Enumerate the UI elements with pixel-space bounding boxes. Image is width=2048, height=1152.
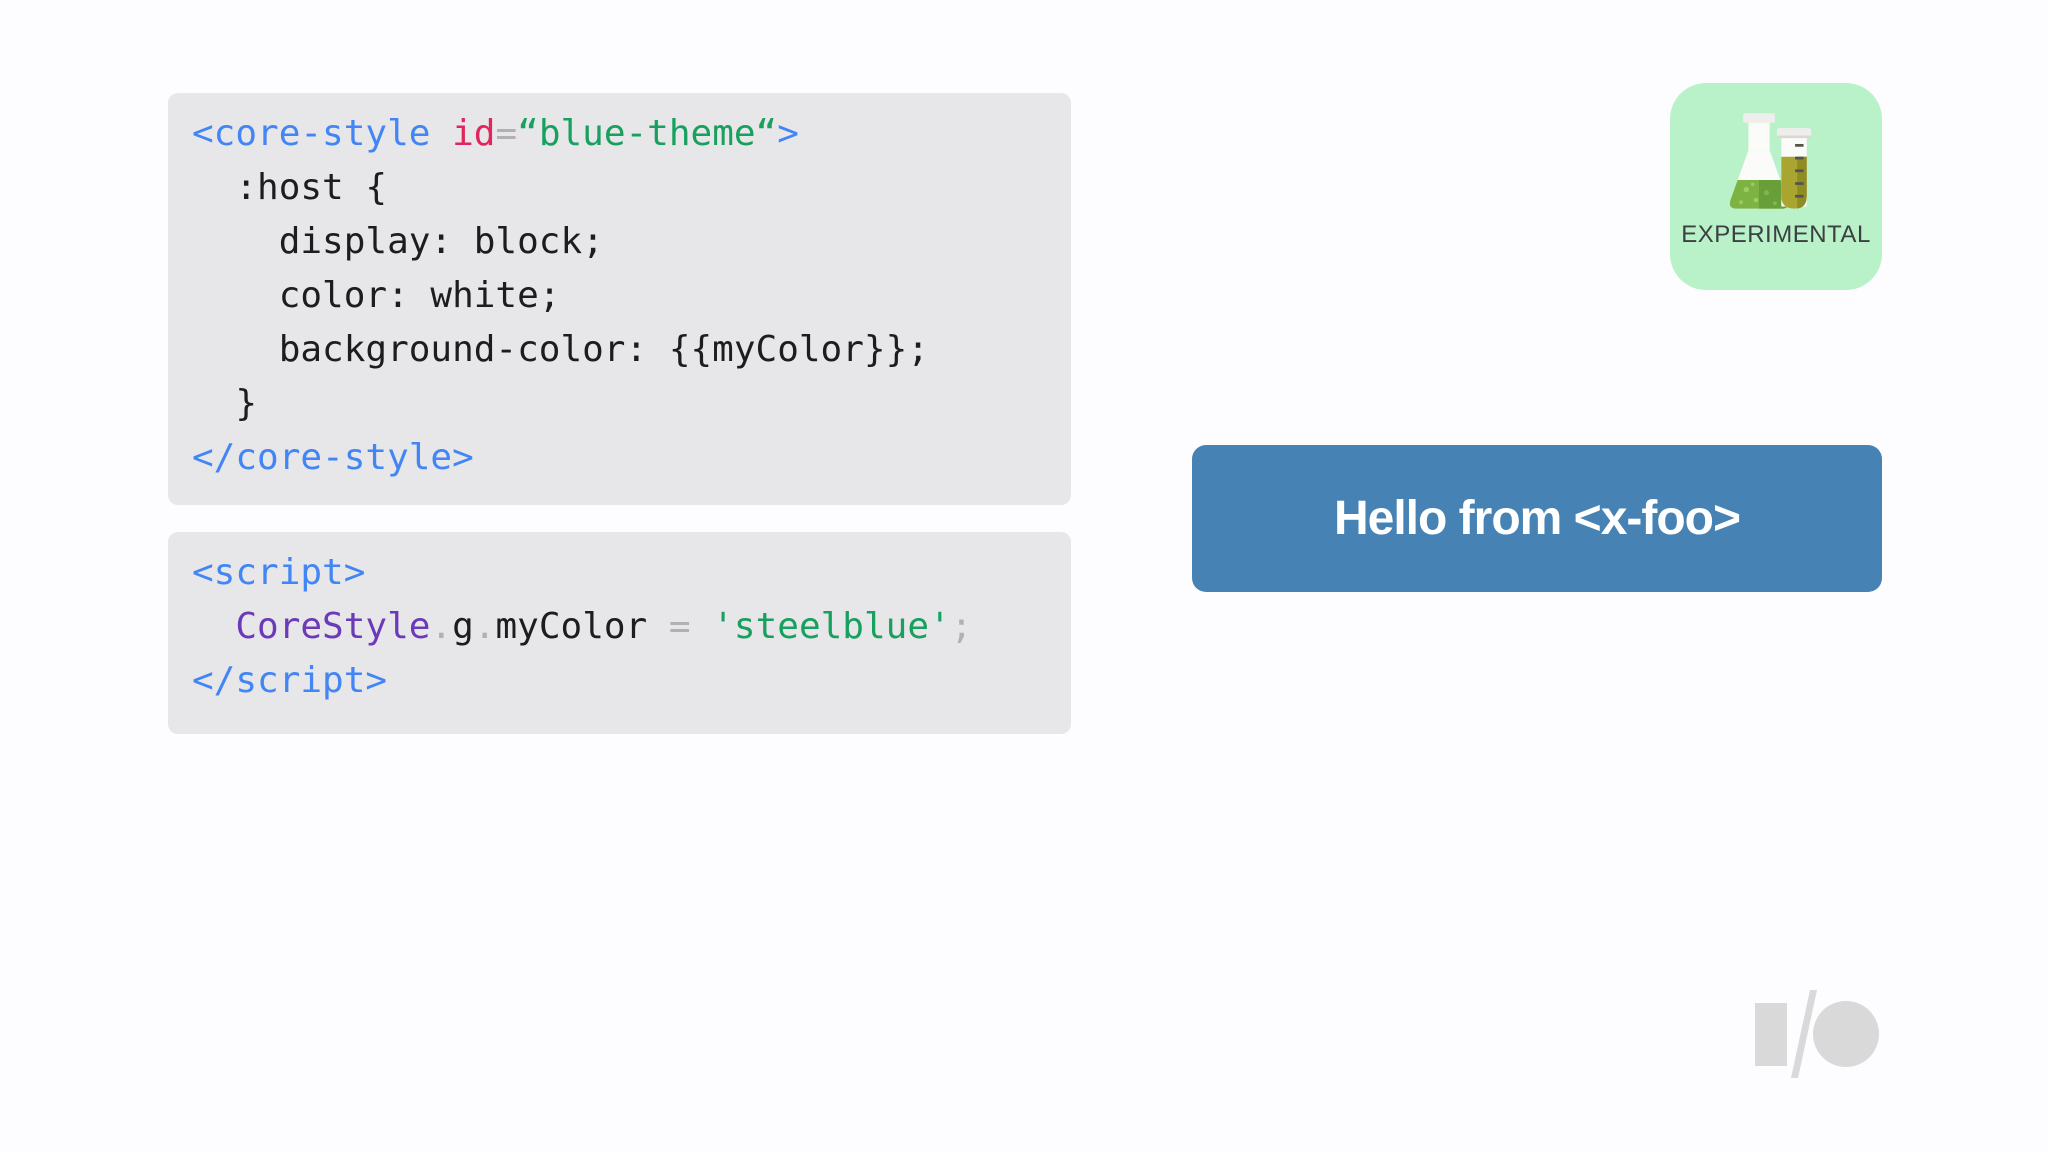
google-io-logo (1755, 990, 1879, 1078)
code-line: </core-style> (192, 437, 474, 478)
code-line: } (192, 383, 258, 424)
code-line: CoreStyle.g.myColor = 'steelblue'; (235, 606, 973, 647)
code-line: :host { (192, 167, 388, 208)
x-foo-demo-button[interactable]: Hello from <x-foo> (1192, 445, 1882, 592)
test-tube-icon (1777, 128, 1811, 209)
code-line: color: white; (192, 275, 561, 316)
code-line: background-color: {{myColor}}; (192, 329, 929, 370)
code-line: <core-style id=“blue-theme“> (192, 113, 799, 154)
code-block-core-style: <core-style id=“blue-theme“> :host { dis… (168, 93, 1071, 505)
erlenmeyer-flask-icon (1729, 113, 1789, 209)
io-logo-shapes (1755, 990, 1879, 1078)
experimental-badge: EXPERIMENTAL (1670, 83, 1882, 290)
code-line: <script> (192, 552, 366, 593)
experimental-badge-label: EXPERIMENTAL (1681, 221, 1871, 248)
code-block-script: <script> CoreStyle.g.myColor = 'steelblu… (168, 532, 1071, 734)
x-foo-demo-button-label: Hello from <x-foo> (1333, 492, 1741, 545)
code-line: display: block; (192, 221, 604, 262)
code-line: </script> (192, 660, 388, 701)
flask-icon (1729, 113, 1811, 209)
